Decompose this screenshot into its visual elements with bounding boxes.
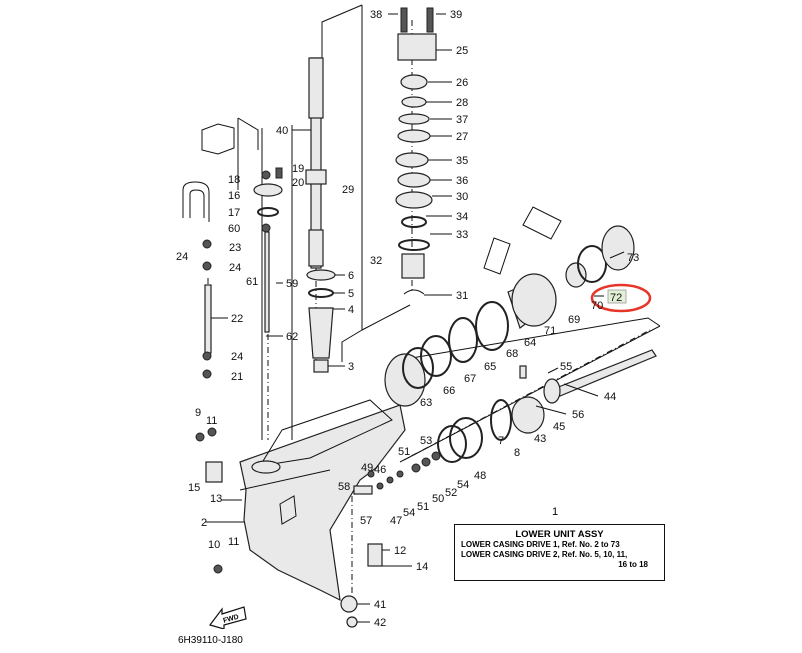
shift-cam-parts bbox=[353, 451, 441, 495]
label-43: 43 bbox=[534, 433, 546, 445]
label-25: 25 bbox=[456, 45, 468, 57]
assembly-line-1: LOWER CASING DRIVE 1, Ref. No. 2 to 73 bbox=[461, 540, 620, 549]
shaft-bushings bbox=[306, 269, 336, 373]
label-60: 60 bbox=[228, 223, 240, 235]
label-15: 15 bbox=[188, 482, 200, 494]
label-45: 45 bbox=[553, 421, 565, 433]
label-42: 42 bbox=[374, 617, 386, 629]
label-33: 33 bbox=[456, 229, 468, 241]
label-17: 17 bbox=[228, 207, 240, 219]
label-34: 34 bbox=[456, 211, 468, 223]
label-12: 12 bbox=[394, 545, 406, 557]
label-24c: 24 bbox=[231, 351, 243, 363]
label-40: 40 bbox=[276, 125, 288, 137]
label-20: 20 bbox=[292, 177, 304, 189]
label-11a: 11 bbox=[206, 415, 217, 427]
label-68: 68 bbox=[506, 348, 518, 360]
label-70: 70 bbox=[591, 300, 603, 312]
label-57: 57 bbox=[360, 515, 372, 527]
label-69: 69 bbox=[568, 314, 580, 326]
label-51a: 51 bbox=[398, 446, 410, 458]
label-52: 52 bbox=[445, 487, 457, 499]
label-67: 67 bbox=[464, 373, 476, 385]
label-28: 28 bbox=[456, 97, 468, 109]
label-5: 5 bbox=[348, 288, 354, 300]
fwd-label: FWD bbox=[222, 614, 239, 625]
label-41: 41 bbox=[374, 599, 386, 611]
label-14: 14 bbox=[416, 561, 428, 573]
label-24b: 24 bbox=[229, 262, 241, 274]
label-7: 7 bbox=[498, 435, 504, 447]
label-22: 22 bbox=[231, 313, 243, 325]
shift-rod-parts bbox=[182, 123, 283, 442]
label-10: 10 bbox=[208, 539, 220, 551]
label-48: 48 bbox=[474, 470, 486, 482]
label-21: 21 bbox=[231, 371, 243, 383]
label-47: 47 bbox=[390, 515, 402, 527]
label-2: 2 bbox=[201, 517, 207, 529]
label-73: 73 bbox=[627, 252, 639, 264]
leader-lines bbox=[205, 13, 625, 623]
water-pump-stack bbox=[395, 7, 437, 295]
label-71: 71 bbox=[544, 325, 556, 337]
label-11b: 11 bbox=[228, 536, 239, 548]
assembly-info-box: LOWER UNIT ASSY LOWER CASING DRIVE 1, Re… bbox=[454, 524, 665, 581]
label-16: 16 bbox=[228, 190, 240, 202]
label-61: 61 bbox=[246, 276, 258, 288]
assembly-line-2: LOWER CASING DRIVE 2, Ref. No. 5, 10, 11… bbox=[461, 550, 628, 559]
label-4: 4 bbox=[348, 304, 354, 316]
label-29: 29 bbox=[342, 184, 354, 196]
label-66: 66 bbox=[443, 385, 455, 397]
assembly-line-3: 16 to 18 bbox=[618, 560, 648, 569]
label-19: 19 bbox=[292, 163, 304, 175]
label-65: 65 bbox=[484, 361, 496, 373]
part-labels: 38 39 25 26 28 37 27 35 36 30 34 33 32 3… bbox=[176, 9, 639, 629]
label-49: 49 bbox=[361, 462, 373, 474]
label-8: 8 bbox=[514, 447, 520, 459]
label-13: 13 bbox=[210, 493, 222, 505]
label-59: 59 bbox=[286, 278, 298, 290]
label-39: 39 bbox=[450, 9, 462, 21]
label-37: 37 bbox=[456, 114, 468, 126]
label-53: 53 bbox=[420, 435, 432, 447]
label-63: 63 bbox=[420, 397, 432, 409]
label-72: 72 bbox=[610, 292, 622, 304]
label-30: 30 bbox=[456, 191, 468, 203]
label-50: 50 bbox=[432, 493, 444, 505]
label-36: 36 bbox=[456, 175, 468, 187]
label-38: 38 bbox=[370, 9, 382, 21]
label-44: 44 bbox=[604, 391, 616, 403]
label-58: 58 bbox=[338, 481, 350, 493]
label-9: 9 bbox=[195, 407, 201, 419]
assembly-title: LOWER UNIT ASSY bbox=[515, 529, 604, 540]
label-51b: 51 bbox=[417, 501, 429, 513]
label-64: 64 bbox=[524, 337, 536, 349]
label-35: 35 bbox=[456, 155, 468, 167]
label-62: 62 bbox=[286, 331, 298, 343]
label-26: 26 bbox=[456, 77, 468, 89]
label-56: 56 bbox=[572, 409, 584, 421]
label-6: 6 bbox=[348, 270, 354, 282]
label-32: 32 bbox=[370, 255, 382, 267]
label-24a: 24 bbox=[176, 251, 188, 263]
label-46: 46 bbox=[374, 464, 386, 476]
label-54a: 54 bbox=[457, 479, 469, 491]
label-31: 31 bbox=[456, 290, 468, 302]
drive-shaft bbox=[305, 57, 327, 269]
label-27: 27 bbox=[456, 131, 468, 143]
highlight-label-box bbox=[607, 289, 627, 304]
diagram-code: 6H39110-J180 bbox=[178, 635, 243, 646]
label-55: 55 bbox=[560, 361, 572, 373]
label-23: 23 bbox=[229, 242, 241, 254]
label-18: 18 bbox=[228, 174, 240, 186]
label-54b: 54 bbox=[403, 507, 415, 519]
forward-arrow-icon: FWD bbox=[208, 606, 247, 629]
lower-casing bbox=[205, 399, 406, 628]
assembly-part-number: 1 bbox=[552, 506, 559, 518]
label-3: 3 bbox=[348, 361, 354, 373]
propeller-shaft-assembly bbox=[384, 206, 657, 463]
highlight-circle bbox=[590, 283, 652, 313]
